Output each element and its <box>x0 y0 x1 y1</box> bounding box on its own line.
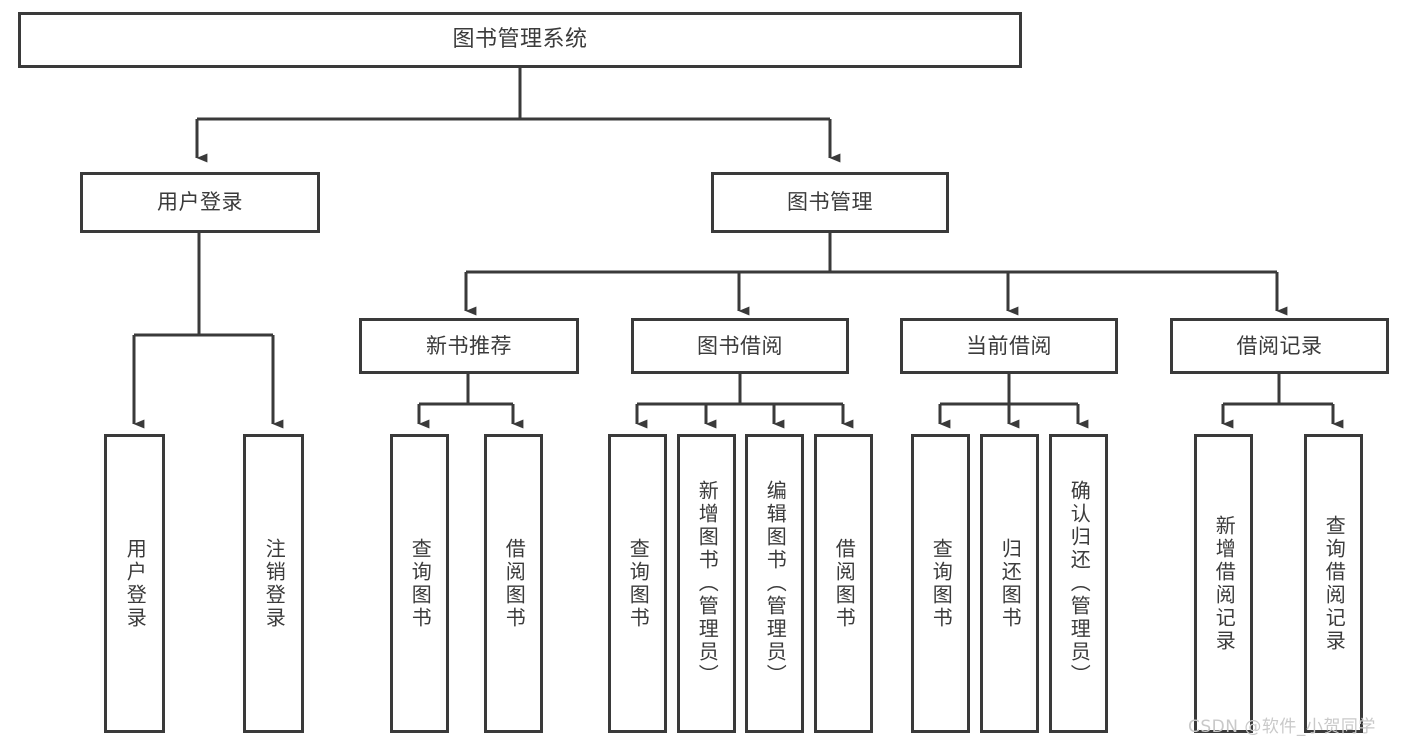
node-borrow-record[interactable]: 借阅记录 <box>1170 318 1389 374</box>
node-root-system[interactable]: 图书管理系统 <box>18 12 1022 68</box>
node-leaf-confirm-return[interactable]: 确认归还（管理员） <box>1049 434 1108 733</box>
node-label: 新增图书（管理员） <box>695 480 720 687</box>
node-book-management[interactable]: 图书管理 <box>711 172 949 233</box>
node-label: 新书推荐 <box>426 333 512 358</box>
node-leaf-logout-login[interactable]: 注销登录 <box>243 434 304 733</box>
node-new-book-recommend[interactable]: 新书推荐 <box>359 318 579 374</box>
node-leaf-query-record[interactable]: 查询借阅记录 <box>1304 434 1363 733</box>
node-label: 用户登录 <box>123 537 148 630</box>
node-label: 用户登录 <box>157 190 243 215</box>
node-label: 编辑图书（管理员） <box>763 480 788 687</box>
node-leaf-edit-book[interactable]: 编辑图书（管理员） <box>745 434 804 733</box>
node-leaf-borrow-book-2[interactable]: 借阅图书 <box>814 434 873 733</box>
node-label: 借阅图书 <box>832 537 857 630</box>
node-leaf-query-book-2[interactable]: 查询图书 <box>608 434 667 733</box>
node-label: 新增借阅记录 <box>1212 514 1237 653</box>
node-label: 注销登录 <box>262 537 287 630</box>
node-label: 确认归还（管理员） <box>1067 480 1092 687</box>
node-leaf-query-book-1[interactable]: 查询图书 <box>390 434 449 733</box>
node-label: 归还图书 <box>998 537 1023 630</box>
node-label: 查询图书 <box>929 537 954 630</box>
node-label: 图书管理系统 <box>452 27 588 53</box>
node-label: 查询图书 <box>408 537 433 630</box>
node-leaf-add-record[interactable]: 新增借阅记录 <box>1194 434 1253 733</box>
node-leaf-add-book[interactable]: 新增图书（管理员） <box>677 434 736 733</box>
node-label: 图书借阅 <box>697 333 783 358</box>
node-leaf-return-book[interactable]: 归还图书 <box>980 434 1039 733</box>
node-leaf-user-login[interactable]: 用户登录 <box>104 434 165 733</box>
node-label: 查询图书 <box>626 537 651 630</box>
node-label: 当前借阅 <box>966 333 1052 358</box>
node-label: 查询借阅记录 <box>1322 514 1347 653</box>
node-leaf-query-book-3[interactable]: 查询图书 <box>911 434 970 733</box>
node-label: 图书管理 <box>787 190 873 215</box>
node-label: 借阅记录 <box>1236 333 1323 358</box>
node-book-borrow[interactable]: 图书借阅 <box>631 318 849 374</box>
node-leaf-borrow-book-1[interactable]: 借阅图书 <box>484 434 543 733</box>
node-user-login[interactable]: 用户登录 <box>80 172 320 233</box>
node-label: 借阅图书 <box>502 537 527 630</box>
node-current-borrow[interactable]: 当前借阅 <box>900 318 1118 374</box>
